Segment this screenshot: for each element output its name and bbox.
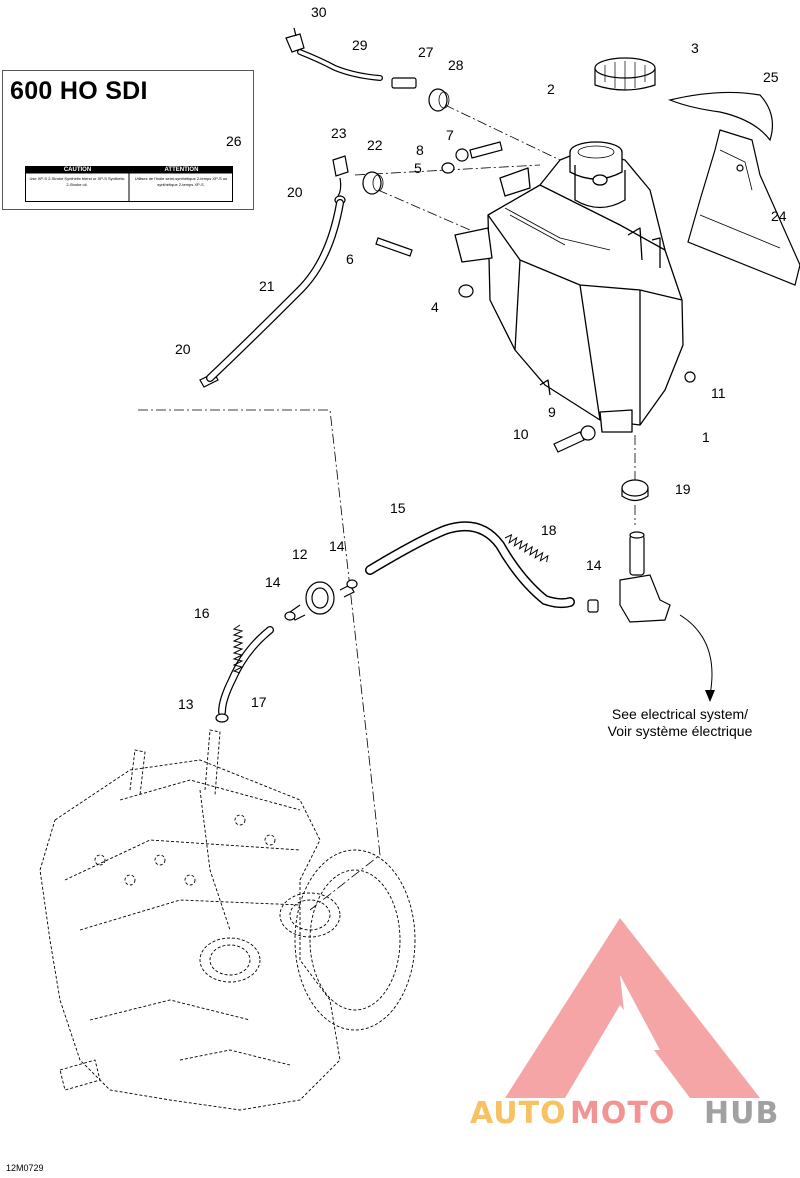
small-fittings: [199, 27, 696, 502]
leader-line: [444, 104, 561, 161]
callout: 22: [367, 137, 383, 153]
model-info-box: 600 HO SDI CAUTION ATTENTION Use XP-S 2-…: [2, 70, 254, 210]
oil-tank: [454, 141, 684, 433]
callout: 24: [771, 208, 787, 224]
decal-left-text: Use XP-S 2-Stroke Synthetic blend or XP-…: [29, 176, 125, 187]
callout: 20: [287, 184, 303, 200]
decal-left-head: CAUTION: [63, 167, 92, 173]
model-title: 600 HO SDI: [10, 77, 148, 105]
watermark-moto: MOTO: [570, 1096, 676, 1131]
callout: 11: [711, 385, 726, 401]
callout: 9: [548, 404, 556, 420]
tank-cap: [594, 57, 656, 91]
callout: 16: [194, 605, 210, 621]
reference-note: See electrical system/ Voir système élec…: [580, 706, 780, 740]
decal-right-text: Utilisez de l'huile semi-synthétique 2-t…: [134, 176, 228, 187]
watermark-auto: AUTO: [470, 1096, 567, 1131]
callout: 7: [446, 127, 454, 143]
callout: 30: [311, 4, 327, 20]
callout: 26: [226, 133, 242, 149]
callout: 13: [178, 696, 194, 712]
callout: 14: [265, 574, 281, 590]
watermark-logo: [505, 918, 760, 1098]
callout: 28: [448, 57, 464, 73]
leader-line: [138, 409, 381, 911]
leader-line: [377, 189, 471, 231]
oil-lines: [218, 521, 575, 716]
reference-arrow: [679, 614, 713, 696]
hose-21: [206, 199, 344, 382]
callout: 27: [418, 44, 434, 60]
callout: 29: [352, 37, 368, 53]
callout: 8: [416, 142, 424, 158]
callout: 6: [346, 251, 354, 267]
callout: 2: [547, 81, 555, 97]
reference-note-line2: Voir système électrique: [607, 723, 753, 739]
callout: 10: [513, 426, 529, 442]
callout: 17: [251, 694, 267, 710]
decal-right-head: ATTENTION: [164, 167, 199, 173]
shield-parts: [668, 91, 800, 286]
callout: 23: [331, 125, 347, 141]
callout: 20: [175, 341, 191, 357]
callout: 14: [329, 538, 345, 554]
springs: [232, 533, 549, 674]
callout: 5: [414, 160, 422, 176]
drawing-code: 12M0729: [6, 1163, 44, 1173]
callout: 1: [702, 429, 710, 445]
callout: 25: [763, 69, 779, 85]
callout: 3: [691, 40, 699, 56]
callout: 19: [675, 481, 691, 497]
watermark-hub: HUB: [704, 1096, 780, 1131]
callout: 4: [431, 299, 439, 315]
callout: 15: [390, 500, 406, 516]
callout: 14: [586, 557, 602, 573]
warning-decal: [25, 166, 233, 202]
engine-block: [39, 729, 416, 1111]
pump-parts: [215, 531, 671, 723]
callout: 18: [541, 522, 557, 538]
callout: 21: [259, 278, 275, 294]
callout: 12: [292, 546, 308, 562]
reference-note-line1: See electrical system/: [611, 706, 749, 722]
